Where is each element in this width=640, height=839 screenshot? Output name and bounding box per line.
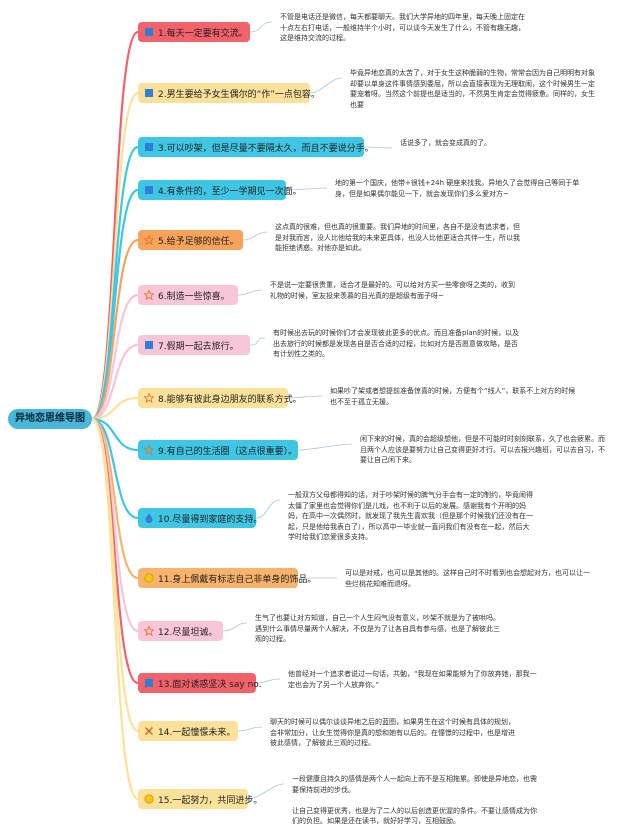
drop-icon xyxy=(144,513,154,523)
branch-label: 9.有自己的生活圈（这点很重要）。 xyxy=(158,446,298,457)
detail-connector xyxy=(237,289,263,296)
flag-icon xyxy=(144,88,154,98)
branch-detail-5: 这点真的很难，但也真的很重要。我们异地的时间里，各自不是没有追求者，但 是对我而… xyxy=(275,223,520,252)
detail-connector xyxy=(309,77,343,94)
detail-connector xyxy=(249,21,273,33)
branch-node-9[interactable]: 9.有自己的生活圈（这点很重要）。 xyxy=(138,440,298,460)
branch-node-8[interactable]: 8.能够有彼此身边朋友的联系方式。 xyxy=(138,388,302,408)
detail-connector xyxy=(297,443,353,451)
branch-detail-3: 话说多了，就会变成真的了。 xyxy=(400,139,491,147)
branch-node-2[interactable]: 2.男生要给予女生偶尔的“作”一点包容。 xyxy=(138,83,320,103)
branch-label: 8.能够有彼此身边朋友的联系方式。 xyxy=(158,394,302,405)
branch-detail-7: 有时候出去玩的时候你们才会发现彼此更多的优点。而且准备plan的时候，以及 出去… xyxy=(273,329,520,358)
branch-detail-11: 可以是对戒，也可以是其他的。这样自己时不时看到也会想起对方，也可以让一 些烂桃花… xyxy=(345,569,590,588)
branch-detail-8: 如果吵了架或者想提前准备惊喜的时候，方便有个“线人”，联系不上对方的时候 也不至… xyxy=(330,387,576,406)
detail-connector xyxy=(249,337,266,346)
branch-detail-2: 毕竟异地恋真的太苦了，对于女生这种脆弱的生物，常常会因为自己明明有对象 却要以单… xyxy=(350,69,595,109)
flag-icon xyxy=(144,678,154,688)
detail-connector xyxy=(255,499,281,519)
branch-detail-15: 一段健康且持久的感情是两个人一起向上而不是互相拖累。即使是异地恋，也需 要保持前… xyxy=(292,775,537,825)
branch-node-14[interactable]: 14.一起憧憬未来。 xyxy=(138,721,238,741)
branch-node-4[interactable]: 4.有条件的，至少一学期见一次面。 xyxy=(138,180,302,200)
star-icon xyxy=(144,626,154,636)
branch-connector xyxy=(91,293,139,421)
branch-node-3[interactable]: 3.可以吵架，但是尽量不要隔太久，而且不要说分手。 xyxy=(138,137,374,157)
star-icon xyxy=(144,290,154,300)
branch-label: 13.面对诱惑坚决 say no. xyxy=(158,679,262,690)
branch-label: 4.有条件的，至少一学期见一次面。 xyxy=(158,186,302,197)
branch-label: 7.假期一起去旅行。 xyxy=(158,341,239,352)
branch-detail-12: 生气了也要让对方知道，自己一个人生闷气没有意义，吵架不就是为了被哄吗。 遇到什么… xyxy=(255,614,500,643)
detail-connector xyxy=(222,622,248,632)
coin-icon xyxy=(144,794,154,804)
star-icon xyxy=(144,445,154,455)
branch-label: 1.每天一定要有交流。 xyxy=(158,28,248,39)
branch-label: 15.一起努力，共同进步。 xyxy=(158,795,263,806)
flag-icon xyxy=(144,27,154,37)
coin-icon xyxy=(144,573,154,583)
branch-connector xyxy=(91,417,139,801)
branch-connector xyxy=(91,417,139,452)
branch-node-12[interactable]: 12.尽量坦诚。 xyxy=(138,621,223,641)
branch-label: 11.身上佩戴有标志自己非单身的饰品。 xyxy=(158,574,317,585)
branch-node-11[interactable]: 11.身上佩戴有标志自己非单身的饰品。 xyxy=(138,568,316,588)
branch-connector xyxy=(91,91,139,421)
root-node[interactable]: 异地恋思维导图 xyxy=(8,409,92,429)
branch-node-13[interactable]: 13.面对诱惑坚决 say no. xyxy=(138,673,261,693)
star-icon xyxy=(144,393,154,403)
branch-label: 3.可以吵架，但是尽量不要隔太久，而且不要说分手。 xyxy=(158,143,374,154)
detail-connector xyxy=(287,395,323,399)
branch-detail-13: 他曾经对一个追求者说过一句话，共勉，“我现在如果能够为了你放弃她，那我一 定也会… xyxy=(288,670,537,689)
branch-connector xyxy=(91,396,139,421)
detail-connector xyxy=(255,678,281,684)
branch-node-10[interactable]: 10.尽量得到家庭的支持。 xyxy=(138,508,262,528)
branch-label: 12.尽量坦诚。 xyxy=(158,627,218,638)
pencil-icon xyxy=(144,726,154,736)
flag-icon xyxy=(144,142,154,152)
detail-connector xyxy=(237,726,263,732)
branch-connector xyxy=(91,343,139,421)
branch-detail-14: 聊天的时候可以偶尔谈谈异地之后的蓝图，如果男生在这个时候有具体的规划， 会非常加… xyxy=(270,718,515,747)
branch-label: 2.男生要给予女生偶尔的“作”一点包容。 xyxy=(158,89,320,100)
detail-connector xyxy=(363,146,393,149)
detail-connector xyxy=(247,783,285,800)
branch-label: 6.制造一些惊喜。 xyxy=(158,291,230,302)
branch-label: 5.给予足够的信任。 xyxy=(158,236,239,247)
branch-connector xyxy=(91,417,139,685)
branch-detail-6: 不是说一定要很贵重，适合才是最好的。可以给对方买一些零食呀之类的，收到 礼物的时… xyxy=(270,281,515,300)
branch-detail-1: 不管是电话还是微信，每天都要聊天。我们大学异地的四年里，每天晚上固定在 十点左右… xyxy=(280,13,525,42)
branch-node-5[interactable]: 5.给予足够的信任。 xyxy=(138,230,243,250)
flag-icon xyxy=(144,185,154,195)
branch-connector xyxy=(91,238,139,421)
branch-node-6[interactable]: 6.制造一些惊喜。 xyxy=(138,285,238,305)
branch-detail-9: 闲下来的时候，真的会超级想他，但是不可能时时刻刻联系，久了也会疲累。而 且两个人… xyxy=(360,435,605,464)
branch-node-1[interactable]: 1.每天一定要有交流。 xyxy=(138,22,250,42)
flag-icon xyxy=(144,340,154,350)
star-icon xyxy=(144,235,154,245)
detail-connector xyxy=(242,231,268,241)
branch-detail-4: 地的第一个国庆，他带+很钱+24h 硬座来找我。异地久了会觉得自己等同于单 身，… xyxy=(335,179,580,198)
branch-label: 14.一起憧憬未来。 xyxy=(158,727,236,738)
branch-node-7[interactable]: 7.假期一起去旅行。 xyxy=(138,335,250,355)
branch-label: 10.尽量得到家庭的支持。 xyxy=(158,514,263,525)
branch-detail-10: 一般双方父母都得知的话，对于吵架时候的脾气分手会有一定的制约，毕竟闹得 太僵了家… xyxy=(288,491,533,541)
detail-connector xyxy=(285,187,328,191)
branch-node-15[interactable]: 15.一起努力，共同进步。 xyxy=(138,789,262,809)
